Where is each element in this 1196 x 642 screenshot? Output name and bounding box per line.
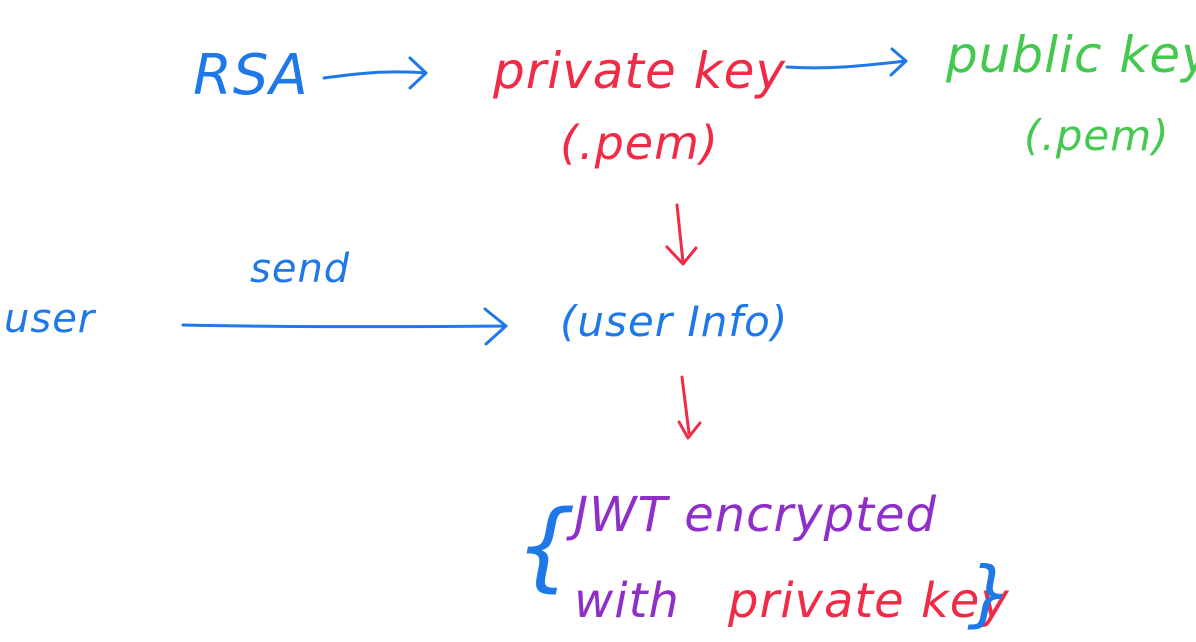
public-key-label: public key	[945, 26, 1196, 84]
jwt-open-brace: {	[515, 490, 577, 602]
jwt-close-brace: }	[967, 551, 1014, 635]
private-key-ext: (.pem)	[560, 116, 719, 170]
arrow-private-to-public-key	[785, 47, 908, 77]
arrow-rsa-to-private-key	[322, 56, 428, 90]
public-key-ext: (.pem)	[1024, 111, 1170, 160]
arrow-user-info-to-jwt	[677, 375, 702, 440]
jwt-line-1: JWT encrypted	[566, 487, 937, 543]
private-key-label: private key	[492, 42, 786, 100]
jwt-line-2-private-key: private key	[727, 573, 1010, 629]
user-label: user	[4, 296, 97, 342]
arrow-user-to-user-info	[181, 307, 508, 346]
arrow-private-key-to-user-info	[665, 203, 698, 266]
jwt-line-2-prefix: with	[574, 573, 680, 629]
send-label: send	[250, 246, 350, 292]
user-info-label: (user Info)	[560, 297, 788, 346]
rsa-label: RSA	[193, 43, 309, 108]
